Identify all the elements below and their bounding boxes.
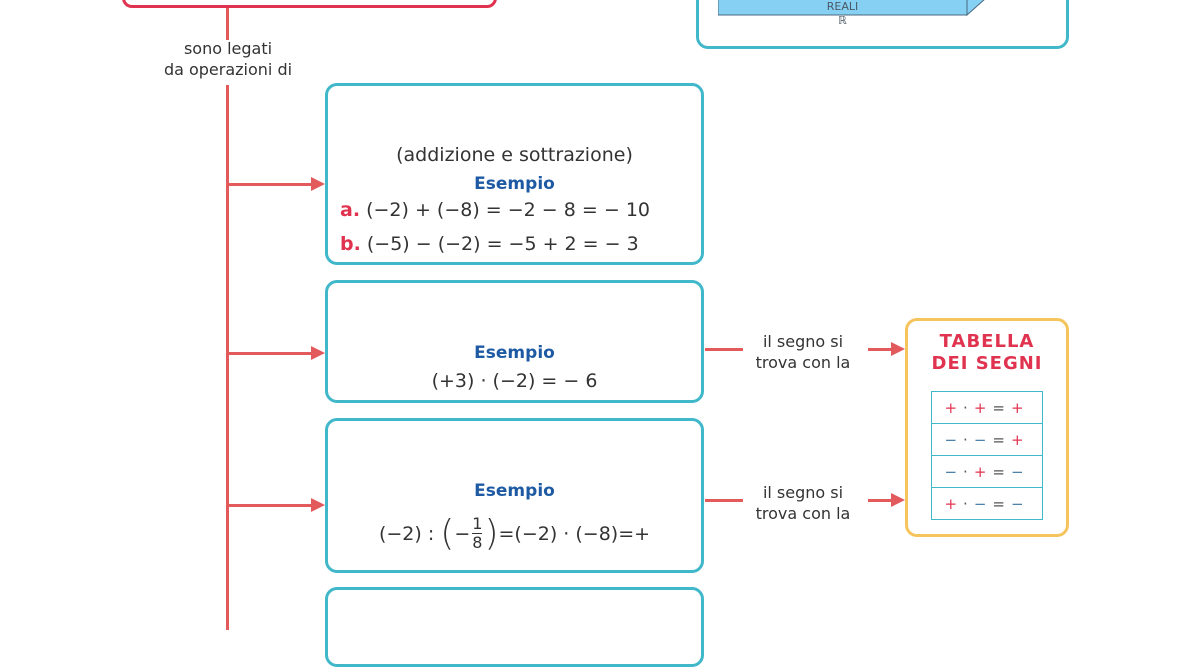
sign-symbol: · <box>963 462 974 481</box>
sign-symbol: = <box>992 398 1011 417</box>
cube-icon <box>718 0 985 17</box>
example-a: a. (−2) + (−8) = −2 − 8 = − 10 <box>340 199 650 221</box>
expr-left: (−2) : <box>378 522 441 545</box>
sign-table: +·+=+−·−=+−·+=−+·−=− <box>931 391 1043 520</box>
arrow-head-icon <box>311 177 325 191</box>
addition-box: (addizione e sottrazione) Esempio a. (−2… <box>325 83 704 265</box>
example-title: Esempio <box>474 174 555 194</box>
arrow-head-icon <box>891 493 905 507</box>
sign-table-title: TABELLA DEI SEGNI <box>908 331 1066 375</box>
sign-rule: +·−=− <box>931 487 1043 520</box>
example-expr: (−2) : ( − 1 8 ) =(−2) · (−8)=+ <box>328 513 701 554</box>
title-line1: TABELLA <box>939 331 1035 352</box>
connector-label: sono legati da operazioni di <box>130 38 326 80</box>
expr-b: (−5) − (−2) = −5 + 2 = − 3 <box>366 233 639 255</box>
frac-sign: − <box>454 522 471 545</box>
frac-den: 8 <box>472 533 483 552</box>
side-note-line2: trova con la <box>755 353 851 372</box>
example-title: Esempio <box>474 481 555 501</box>
sign-symbol: + <box>944 398 964 417</box>
multiplication-box: Esempio (+3) · (−2) = − 6 <box>325 280 704 403</box>
sign-row: −·−=+ <box>931 423 1043 456</box>
cube-symbol: ℝ <box>838 14 847 27</box>
side-note-2: il segno si trova con la <box>740 482 866 524</box>
top-red-box <box>122 0 497 8</box>
sign-table-box: TABELLA DEI SEGNI +·+=+−·−=+−·+=−+·−=− <box>905 318 1069 537</box>
sign-symbol: − <box>973 494 993 513</box>
example-title: Esempio <box>474 343 555 363</box>
sign-symbol: − <box>944 430 964 449</box>
label-a: a. <box>340 199 361 221</box>
example-b: b. (−5) − (−2) = −5 + 2 = − 3 <box>340 233 639 255</box>
connector-line-top <box>226 8 229 40</box>
example-expr: (+3) · (−2) = − 6 <box>431 370 598 392</box>
side-note-line1: il segno si <box>762 483 844 502</box>
side-note-line1: il segno si <box>762 332 844 351</box>
label-b: b. <box>340 233 361 255</box>
sign-rule: −·−=+ <box>931 423 1043 456</box>
sign-rule: +·+=+ <box>931 391 1043 424</box>
sign-row: +·+=+ <box>931 391 1043 424</box>
arrow-2 <box>228 352 312 355</box>
side-arrow-2 <box>868 499 893 502</box>
cube-label: REALI <box>826 0 859 13</box>
sign-symbol: = <box>992 462 1011 481</box>
connector-label-line2: da operazioni di <box>163 60 293 79</box>
side-connector-2 <box>705 499 743 502</box>
fraction: 1 8 <box>472 514 483 552</box>
arrow-1 <box>228 183 312 186</box>
side-connector-1 <box>705 348 743 351</box>
arrow-head-icon <box>891 342 905 356</box>
sign-symbol: + <box>1010 398 1030 417</box>
division-box: Esempio (−2) : ( − 1 8 ) =(−2) · (−8)=+ <box>325 418 704 573</box>
connector-label-line1: sono legati <box>183 39 273 58</box>
real-numbers-box: REALI ℝ <box>696 0 1069 49</box>
sign-symbol: − <box>944 462 964 481</box>
sign-symbol: = <box>992 430 1011 449</box>
sign-symbol: − <box>973 430 993 449</box>
side-note-line2: trova con la <box>755 504 851 523</box>
sign-symbol: · <box>963 398 974 417</box>
sign-symbol: − <box>1010 494 1030 513</box>
sign-rule: −·+=− <box>931 455 1043 488</box>
sign-row: +·−=− <box>931 487 1043 520</box>
sign-symbol: − <box>1010 462 1030 481</box>
expr-a: (−2) + (−8) = −2 − 8 = − 10 <box>366 199 650 221</box>
sign-symbol: · <box>963 494 974 513</box>
paren-open: ( <box>440 513 455 554</box>
sign-symbol: = <box>992 494 1011 513</box>
sign-symbol: · <box>963 430 974 449</box>
sign-symbol: + <box>973 398 993 417</box>
sign-symbol: + <box>973 462 993 481</box>
next-box <box>325 587 704 667</box>
arrow-head-icon <box>311 346 325 360</box>
arrow-3 <box>228 504 312 507</box>
arrow-head-icon <box>311 498 325 512</box>
box1-subtitle: (addizione e sottrazione) <box>396 144 633 166</box>
side-note-1: il segno si trova con la <box>740 331 866 373</box>
paren-close: ) <box>484 513 499 554</box>
title-line2: DEI SEGNI <box>931 353 1043 374</box>
expr-right: =(−2) · (−8)=+ <box>498 522 651 545</box>
sign-symbol: + <box>1010 430 1030 449</box>
frac-num: 1 <box>472 514 483 534</box>
sign-symbol: + <box>944 494 964 513</box>
connector-line <box>226 85 229 630</box>
sign-row: −·+=− <box>931 455 1043 488</box>
side-arrow-1 <box>868 348 893 351</box>
